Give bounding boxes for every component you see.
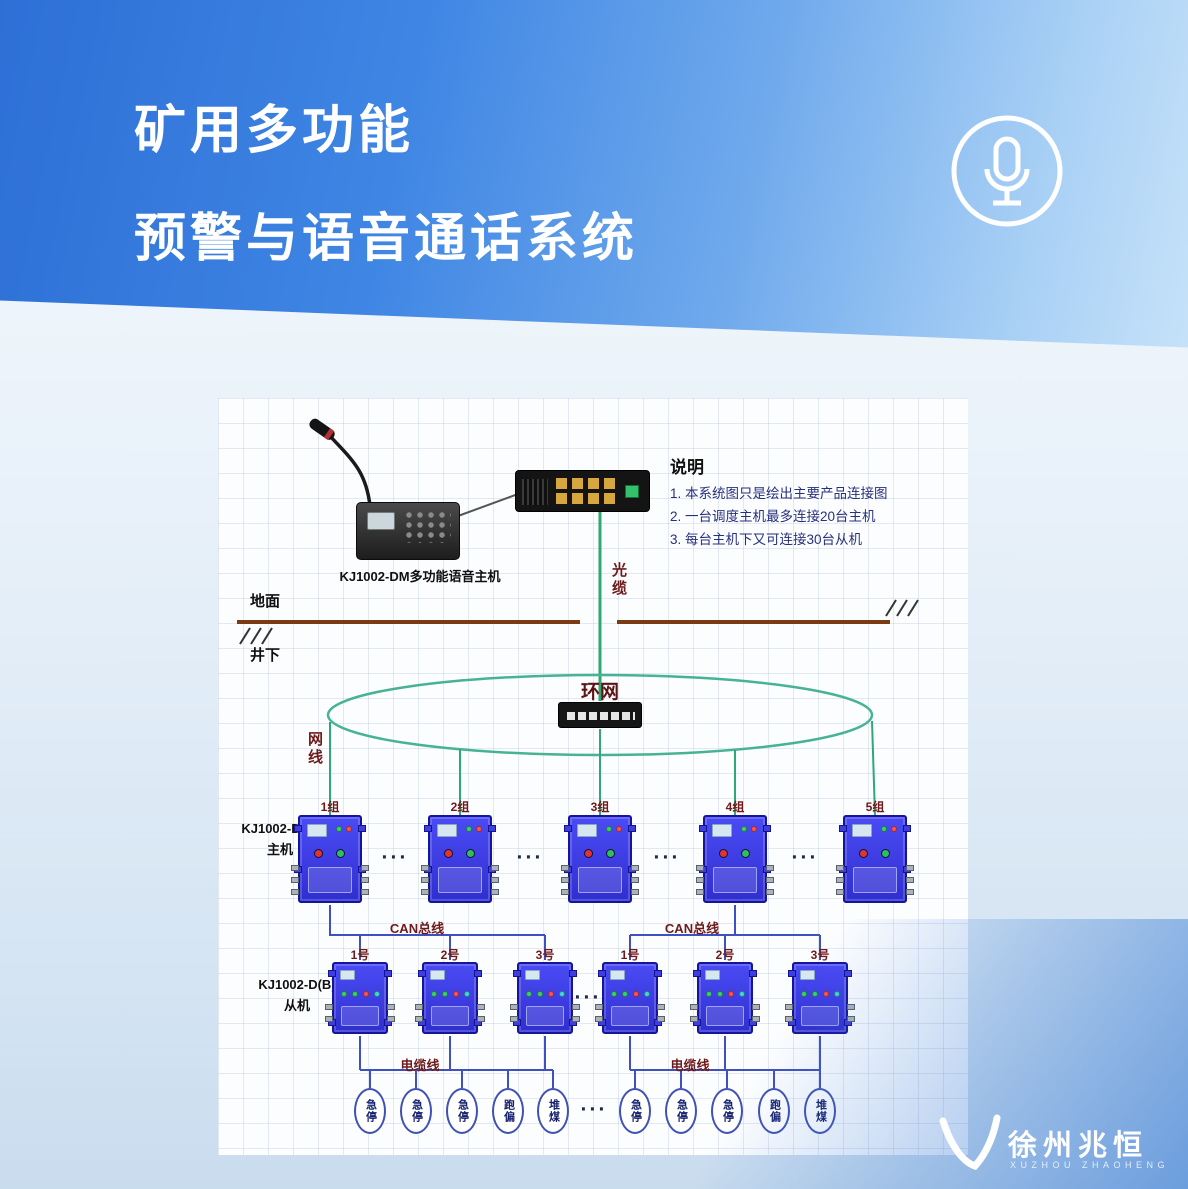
console-screen <box>367 512 395 530</box>
ellipsis: ··· <box>381 846 409 869</box>
host-group-label: 3组 <box>590 800 610 814</box>
slave-device <box>785 962 855 1034</box>
sensor-ellipse: 急停 <box>619 1088 651 1134</box>
switch-ports <box>556 478 618 504</box>
ring-switch-ports <box>567 712 635 720</box>
host-device <box>421 815 499 903</box>
sensor-ellipse: 堆煤 <box>804 1088 836 1134</box>
notes-title: 说明 <box>670 458 704 477</box>
sensor-ellipse: 急停 <box>354 1088 386 1134</box>
header-banner: 矿用多功能 预警与语音通话系统 <box>0 0 1188 348</box>
optical-cable-label: 光缆 <box>610 562 627 598</box>
note-item: 1. 本系统图只是绘出主要产品连接图 <box>670 486 888 501</box>
sensor-label: 急停 <box>721 1099 734 1123</box>
slave-model-label: KJ1002-D(B) <box>258 977 336 992</box>
sensor-ellipse: 跑偏 <box>492 1088 524 1134</box>
ellipsis: ··· <box>653 846 681 869</box>
sensor-label: 急停 <box>364 1099 377 1123</box>
dispatch-console-device <box>356 502 460 560</box>
ellipsis: ··· <box>516 846 544 869</box>
sensor-label: 堆煤 <box>814 1099 827 1123</box>
switch-vent <box>522 479 548 505</box>
host-group-label: 4组 <box>725 800 745 814</box>
host-group-label: 5组 <box>865 800 885 814</box>
sensor-ellipse: 跑偏 <box>758 1088 790 1134</box>
surface-label: 地面 <box>250 593 281 610</box>
host-group-label: 2组 <box>450 800 470 814</box>
slave-unit-label: 1号 <box>620 948 640 962</box>
sensor-ellipse: 急停 <box>665 1088 697 1134</box>
switch-uplink-port <box>625 485 639 498</box>
slave-unit-label: 3号 <box>535 948 555 962</box>
generated-devices-layer: 1组 2组 3组 4组 5组 1号 2号 3号 1号 2号 3号急停 急停 急停 跑偏 堆煤 急停 急停 急停 跑偏… <box>218 398 968 1155</box>
sensor-label: 跑偏 <box>502 1099 515 1123</box>
page-title-line2: 预警与语音通话系统 <box>134 210 639 268</box>
sensor-ellipse: 急停 <box>711 1088 743 1134</box>
brand-name: 徐州兆恒 <box>1008 1130 1149 1162</box>
sensor-label: 急停 <box>456 1099 469 1123</box>
note-item: 3. 每台主机下又可连接30台从机 <box>670 532 863 547</box>
can-bus-label: CAN总线 <box>389 921 445 936</box>
slave-device <box>595 962 665 1034</box>
host-role-label: 主机 <box>266 842 293 857</box>
sensor-label: 跑偏 <box>768 1099 781 1123</box>
ellipsis: ··· <box>791 846 819 869</box>
note-item: 2. 一台调度主机最多连接20台主机 <box>670 509 876 524</box>
slave-device <box>325 962 395 1034</box>
slave-unit-label: 1号 <box>350 948 370 962</box>
brand-logo-icon <box>934 1112 1004 1179</box>
sensor-ellipse: 急停 <box>446 1088 478 1134</box>
host-group-label: 1组 <box>320 800 340 814</box>
ellipsis: ··· <box>580 1098 608 1121</box>
sensor-label: 急停 <box>410 1099 423 1123</box>
host-device <box>836 815 914 903</box>
host-device <box>291 815 369 903</box>
ring-switch <box>558 702 642 728</box>
brand-subtitle: XUZHOU ZHAOHENG <box>1010 1160 1170 1170</box>
slave-unit-label: 3号 <box>810 948 830 962</box>
slave-role-label: 从机 <box>283 998 310 1013</box>
underground-label: 井下 <box>250 647 281 664</box>
ellipsis: ··· <box>574 986 602 1009</box>
host-device <box>696 815 774 903</box>
host-device <box>561 815 639 903</box>
microphone-icon <box>946 110 1068 237</box>
ring-network-label: 环网 <box>580 682 620 703</box>
sensor-label: 堆煤 <box>547 1099 560 1123</box>
slave-device <box>415 962 485 1034</box>
slave-unit-label: 2号 <box>440 948 460 962</box>
diagram-panel: KJ1002-DM多功能语音主机 说明 1. 本系统图只是绘出主要产品连接图 2… <box>218 398 968 1155</box>
sensor-ellipse: 堆煤 <box>537 1088 569 1134</box>
slave-device <box>510 962 580 1034</box>
slave-unit-label: 2号 <box>715 948 735 962</box>
net-cable-label: 网线 <box>306 731 323 767</box>
page-title-line1: 矿用多功能 <box>134 102 415 160</box>
sensor-label: 急停 <box>675 1099 688 1123</box>
cable-line-label: 电缆线 <box>400 1058 440 1073</box>
sensor-label: 急停 <box>629 1099 642 1123</box>
ethernet-switch <box>515 470 650 512</box>
console-label: KJ1002-DM多功能语音主机 <box>339 569 501 584</box>
sensor-ellipse: 急停 <box>400 1088 432 1134</box>
slave-device <box>690 962 760 1034</box>
console-keypad <box>405 511 451 543</box>
